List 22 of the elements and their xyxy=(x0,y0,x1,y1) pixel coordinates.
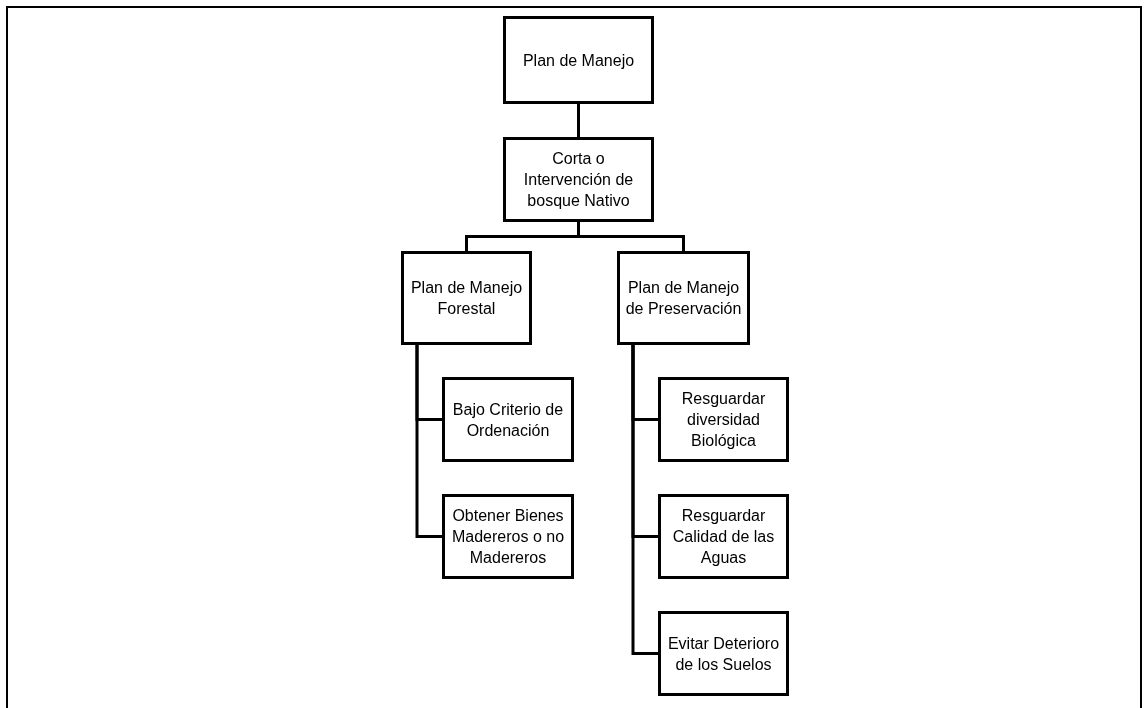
connector-line xyxy=(415,345,442,538)
box-text: Resguardar diversidad Biológica xyxy=(680,389,767,451)
box-text: Plan de Manejo xyxy=(522,50,635,71)
connector-line xyxy=(577,222,685,251)
process-box xyxy=(401,251,532,345)
process-box xyxy=(503,137,654,222)
process-box xyxy=(617,251,750,345)
connector-line xyxy=(577,104,580,137)
box-text: Resguardar Calidad de las Aguas xyxy=(671,506,776,568)
process-box xyxy=(658,611,789,696)
box-text: Plan de Manejo Forestal xyxy=(409,278,524,319)
box-text: Evitar Deterioro de los Suelos xyxy=(666,633,781,675)
process-box xyxy=(442,494,574,579)
connector-line xyxy=(631,345,658,655)
box-text: Obtener Bienes Madereros o no Madereros xyxy=(450,506,566,568)
process-box xyxy=(442,377,574,462)
box-text: Bajo Criterio de Ordenación xyxy=(451,399,565,441)
process-box xyxy=(658,494,789,579)
box-text: Corta o Intervención de bosque Nativo xyxy=(522,149,635,211)
process-box xyxy=(503,16,654,104)
process-box xyxy=(658,377,789,462)
box-text: Plan de Manejo de Preservación xyxy=(624,278,743,319)
